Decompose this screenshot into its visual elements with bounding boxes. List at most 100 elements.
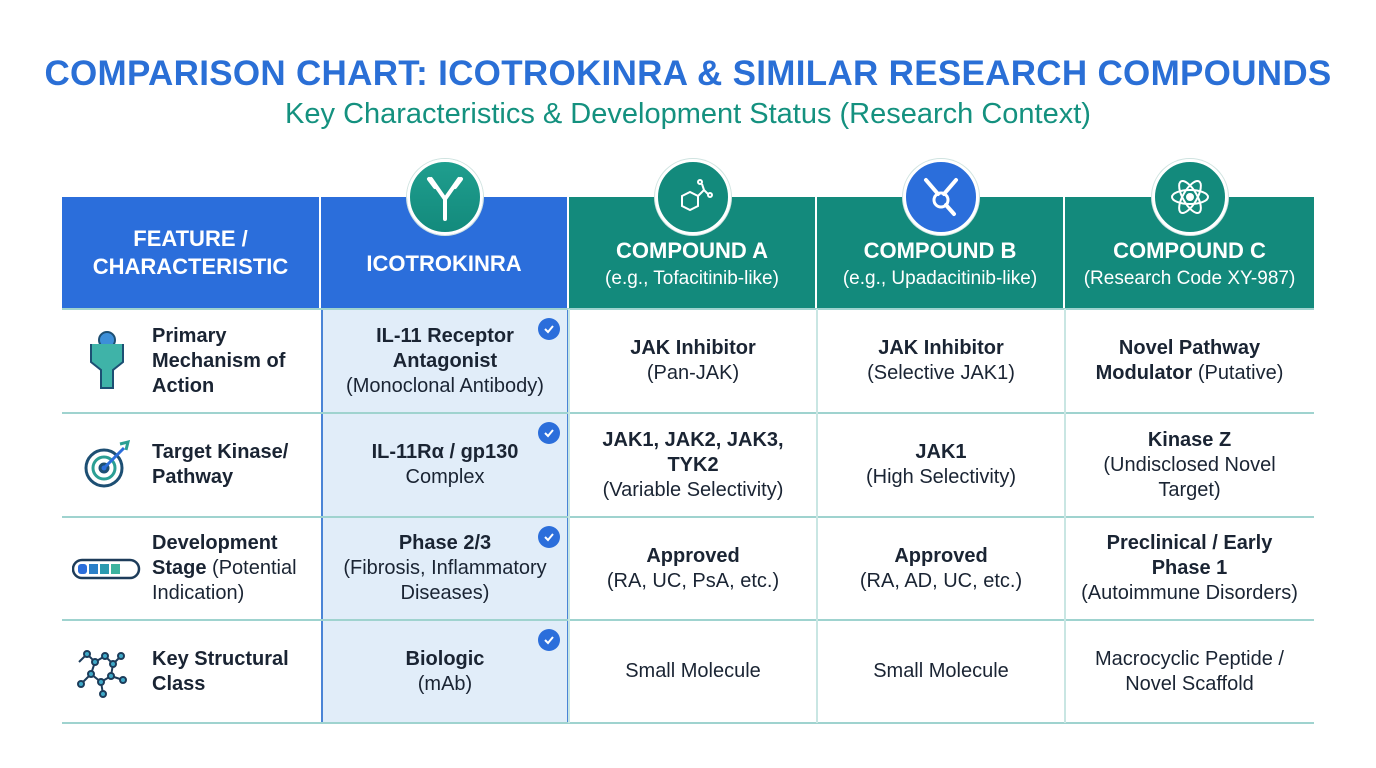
- column-header: COMPOUND A (e.g., Tofacitinib-like): [569, 197, 815, 309]
- bold-text: Preclinical / Early: [1106, 532, 1273, 554]
- bold-text: Stage: [152, 557, 213, 579]
- bold-text: JAK Inhibitor: [630, 337, 756, 359]
- text: (RA, UC, PsA, etc.): [606, 569, 780, 592]
- bold-text: Novel Pathway: [1118, 337, 1261, 359]
- check-icon: [538, 629, 560, 651]
- text-line: Kinase Z: [1148, 428, 1231, 453]
- row-divider: [62, 722, 1314, 724]
- check-icon: [538, 422, 560, 444]
- bold-text: Action: [152, 374, 215, 397]
- column-divider: [568, 309, 570, 723]
- text: Diseases): [400, 582, 490, 604]
- text-line: Key Structural: [152, 647, 289, 672]
- bold-text: Key Structural: [152, 647, 289, 670]
- text-line: Primary: [152, 324, 285, 349]
- column-header-name: FEATURE / CHARACTERISTIC: [92, 226, 289, 279]
- table-cell: Approved(RA, UC, PsA, etc.): [569, 517, 817, 620]
- row-divider: [62, 619, 1314, 621]
- bold-text: Antagonist: [392, 349, 498, 372]
- text: Macrocyclic Peptide /: [1095, 647, 1284, 670]
- table-cell: JAK1 (High Selectivity): [817, 413, 1065, 517]
- chart-title: COMPARISON CHART: ICOTROKINRA & SIMILAR …: [44, 54, 1332, 93]
- text: (Pan-JAK): [646, 362, 740, 384]
- text-line: Novel Pathway: [1119, 336, 1260, 361]
- table-cell: JAK1, JAK2, JAK3,TYK2(Variable Selectivi…: [569, 413, 817, 517]
- text-line: Novel Scaffold: [1125, 672, 1254, 697]
- table-cell: Biologic(mAb): [321, 620, 569, 723]
- column-header-sub: (e.g., Tofacitinib-like): [605, 268, 779, 289]
- bold-text: JAK1: [915, 441, 967, 463]
- text: (RA, AD, UC, etc.): [859, 569, 1023, 592]
- text-line: (Selective JAK1): [867, 361, 1015, 386]
- text-line: (High Selectivity): [866, 465, 1016, 490]
- text-line: JAK Inhibitor: [878, 336, 1004, 361]
- text-line: (Undisclosed Novel: [1103, 453, 1275, 478]
- molecule-icon: [655, 159, 731, 235]
- receptor-icon: [62, 330, 152, 392]
- table-cell: Macrocyclic Peptide /Novel Scaffold: [1065, 620, 1314, 723]
- bold-text: TYK2: [667, 453, 719, 476]
- text-line: Action: [152, 374, 285, 399]
- text: Small Molecule: [625, 660, 761, 682]
- text: Small Molecule: [873, 660, 1009, 682]
- text-line: Approved: [894, 544, 987, 569]
- text-line: Biologic: [406, 647, 485, 672]
- target-icon: [62, 440, 152, 490]
- text-line: Preclinical / Early: [1107, 531, 1273, 556]
- column-divider: [816, 309, 818, 723]
- bold-text: Kinase Z: [1147, 428, 1232, 451]
- text-line: JAK1: [915, 440, 966, 465]
- bold-text: JAK Inhibitor: [878, 337, 1004, 359]
- column-header-name: COMPOUND A: [616, 238, 768, 263]
- text: (Selective JAK1): [867, 362, 1015, 384]
- text: (Monoclonal Antibody): [346, 374, 544, 397]
- bold-text: Approved: [894, 544, 988, 567]
- bold-text: Target Kinase/: [152, 441, 289, 463]
- text-line: (Monoclonal Antibody): [346, 374, 544, 399]
- bold-text: Mechanism of: [152, 349, 286, 372]
- column-header-name: ICOTROKINRA: [366, 251, 522, 276]
- text-line: Macrocyclic Peptide /: [1095, 647, 1284, 672]
- check-icon: [538, 318, 560, 340]
- text: Complex: [405, 466, 485, 488]
- text-line: Development: [152, 531, 297, 556]
- text-line: Target Kinase/: [152, 440, 288, 465]
- text-line: (Variable Selectivity): [603, 478, 784, 503]
- text-line: Mechanism of: [152, 349, 285, 374]
- text: Novel Scaffold: [1125, 672, 1254, 695]
- column-header-sub: (Research Code XY-987): [1083, 268, 1296, 289]
- text-line: TYK2: [667, 453, 718, 478]
- text-line: (Autoimmune Disorders): [1081, 581, 1298, 606]
- antibody-icon: [407, 159, 483, 235]
- text: (Undisclosed Novel: [1103, 453, 1276, 476]
- text-line: Pathway: [152, 465, 288, 490]
- text: (Putative): [1197, 362, 1284, 384]
- text-line: JAK Inhibitor: [630, 336, 756, 361]
- bold-text: Biologic: [405, 647, 485, 670]
- molecule-network-icon: [62, 644, 152, 700]
- text-line: Target): [1158, 478, 1220, 503]
- text-line: IL-11 Receptor: [376, 324, 514, 349]
- text-line: Approved: [646, 544, 739, 569]
- bold-text: Primary: [152, 324, 227, 347]
- column-header-name: COMPOUND C: [1113, 238, 1266, 263]
- bold-text: Pathway: [152, 466, 234, 488]
- text-line: (RA, UC, PsA, etc.): [607, 569, 779, 594]
- bold-text: Development: [152, 532, 278, 554]
- table-cell: Approved(RA, AD, UC, etc.): [817, 517, 1065, 620]
- column-header-name: COMPOUND B: [863, 238, 1017, 263]
- text-line: Diseases): [401, 581, 490, 606]
- text: (High Selectivity): [865, 466, 1017, 488]
- text: (Variable Selectivity): [602, 478, 784, 501]
- bold-text: Phase 1: [1151, 557, 1228, 579]
- text: (Autoimmune Disorders): [1081, 582, 1298, 604]
